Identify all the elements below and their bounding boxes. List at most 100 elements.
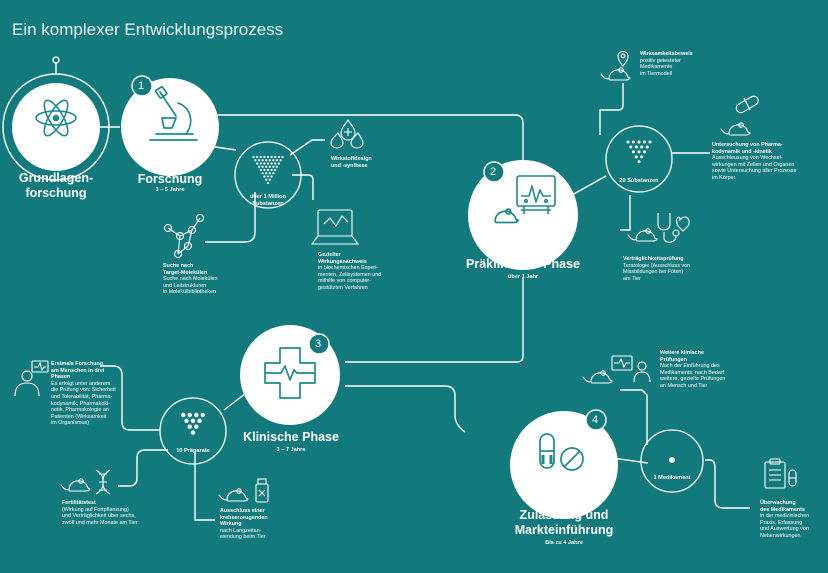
funnel-dot-1-million (275, 165, 279, 168)
line-forschung-praeklinisch (216, 114, 524, 160)
funnel-dot-1-million (266, 162, 270, 165)
funnel-label-20: 20 Substanzen (619, 178, 659, 184)
funnel-dot-10 (181, 412, 186, 418)
funnel-dot-20 (640, 145, 644, 149)
note-fertilitaet-text: (Wirkung auf Fortpflanzung) und Verträgl… (62, 506, 138, 526)
funnel-dot-20 (632, 150, 635, 154)
monitor-icon (516, 175, 556, 214)
location-pin-icon (617, 50, 629, 67)
note-pharmakodynamik: Untersuchung von Pharma- kodynamik und -… (712, 142, 797, 182)
note-wirksamkeit-title: Wirksamkeitsbeweis (640, 51, 693, 57)
funnel-dot-1-million (263, 155, 266, 159)
funnel-dot-10 (184, 418, 189, 424)
funnel-dot-20 (626, 140, 630, 144)
mouse-icon (218, 488, 249, 502)
note-wirkstoffdesign: Wirkstoffdesign und -synthese (331, 156, 372, 169)
note-ueberwachung-title: Überwachung des Medikaments (760, 500, 805, 513)
note-wirksamkeit-text: positiv getesteter Medikamente im Tiermo… (640, 57, 681, 77)
funnel-dot-10 (190, 418, 196, 424)
line-praeklinisch-klinisch (345, 278, 524, 363)
funnel-dot-1-million (266, 181, 270, 185)
duration-klinisch: 3 – 7 Jahre (276, 447, 306, 453)
monitor-icon (611, 355, 633, 371)
funnel-dot-10 (187, 412, 192, 418)
funnel-dot-1-million (265, 172, 268, 175)
label-praeklinisch: Präklinische Phase (466, 257, 580, 271)
laptop-icon (310, 209, 360, 245)
node-zulassung-circle (510, 411, 618, 519)
note-gezielter: Gezielter Wirkungsnachweis in biochemisc… (318, 252, 381, 292)
funnel-circles (159, 125, 704, 493)
funnel-label-1-million: über 1 Million Substanzen (249, 194, 287, 207)
note-erstmals-text: Es erfolgt unter anderem die Prüfung von… (51, 380, 116, 427)
badge-number-2: 2 (490, 166, 497, 178)
funnel-dot-1-million (261, 159, 264, 162)
node-grundlagen-circle (2, 56, 110, 181)
funnel-dot-1-million (272, 172, 275, 175)
mouse-icon (494, 208, 520, 224)
process-lines (100, 83, 750, 521)
funnel-dot-1-million (256, 162, 259, 165)
funnel-dot-1-million (275, 159, 279, 162)
note-krebs-title: Ausschluss einer krebserzeugenden Wirkun… (220, 508, 268, 528)
funnel-dot-1-million (266, 155, 270, 159)
mouse-icon (627, 228, 658, 242)
note-erstmals: Erstmals Forschung am Menschen in drei P… (51, 361, 116, 427)
funnel-dot-1-million (263, 168, 266, 172)
funnel-dot-1-million (265, 159, 268, 162)
funnel-dot-1-million (270, 175, 273, 178)
funnel-dot-20 (643, 140, 646, 144)
badge-number-4: 4 (592, 414, 599, 426)
funnel-dot-20 (632, 140, 635, 144)
atom-icon (35, 99, 77, 137)
note-vertraeglichkeit-title: Verträglichkeitsprüfung (623, 256, 684, 262)
duration-forschung: 3 – 5 Jahre (155, 187, 185, 193)
note-ueberwachung: Überwachung des Medikaments in der mediz… (760, 500, 809, 540)
mouse-icon (60, 478, 91, 492)
funnel-dot-1-million (257, 165, 261, 168)
funnel-dots (181, 140, 675, 463)
label-zulassung: Zulassung und Markteinführung (514, 508, 614, 538)
note-weitere-title: Weitere klinische Prüfungen (660, 350, 704, 363)
funnel-dot-1-million (270, 168, 273, 172)
note-krebs: Ausschluss einer krebserzeugenden Wirkun… (220, 508, 268, 541)
medical-cross-icon (264, 347, 316, 399)
funnel-dot-10 (190, 430, 196, 435)
label-grundlagenforschung: Grundlagen- forschung (18, 171, 94, 201)
funnel-dot-1-million (274, 155, 277, 159)
node-forschung-circle (121, 78, 219, 176)
funnel-dot-20 (637, 160, 641, 164)
funnel-dot-1-million (274, 168, 277, 172)
funnel-dot-1-million (281, 155, 284, 159)
bottle-icon (255, 478, 269, 503)
funnel-dot-20 (629, 145, 633, 149)
funnel-dot-1-million (256, 155, 259, 159)
funnel-dot-10 (197, 418, 202, 424)
funnel-dot-1-million (252, 155, 255, 159)
funnel-dot-20 (634, 155, 638, 159)
funnel-dot-1-million (263, 162, 266, 165)
funnel-dot-1-million (259, 168, 262, 172)
drops-icon (330, 119, 364, 149)
funnel-dot-20 (648, 140, 652, 144)
badge-number-1: 1 (138, 80, 145, 92)
note-target: Suche nach Target-Molekülen Suche nach M… (163, 263, 218, 296)
clipboard-icon (764, 458, 797, 489)
funnel-label-10: 10 Präparate (176, 448, 210, 454)
stethoscope-icon (657, 213, 690, 243)
mouse-icon (600, 67, 631, 81)
note-gezielter-text: in biochemischen Experi- menten, Zellsys… (318, 265, 382, 291)
badge-number-3: 3 (315, 338, 322, 350)
line-praeklinisch-funnel20 (571, 175, 607, 196)
pills-icon (539, 433, 584, 471)
funnel-dot-1-million (268, 172, 271, 175)
duration-praeklinisch: über 1 Jahr (507, 274, 539, 280)
funnel-dot-1-million (265, 165, 268, 168)
funnel-dot-1-million (261, 172, 264, 175)
funnel-dot-1-million (254, 159, 257, 162)
molecule-icon (163, 213, 205, 259)
note-wirksamkeit: Wirksamkeitsbeweis positiv getesteter Me… (640, 51, 693, 77)
mouse-icon (582, 370, 613, 384)
